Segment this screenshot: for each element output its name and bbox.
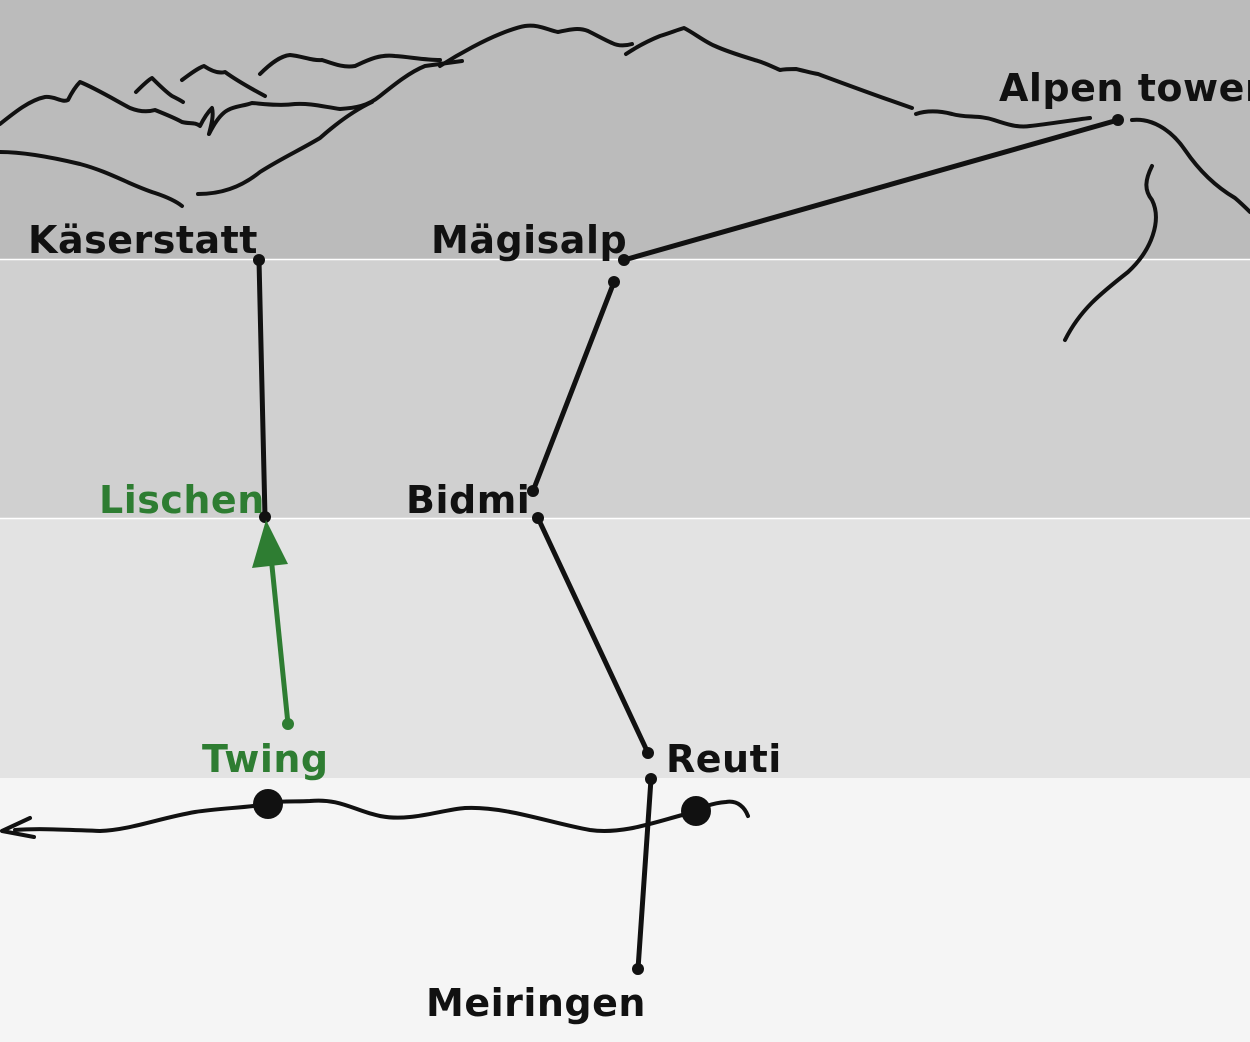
station-dot [527,485,539,497]
station-label-kaeserstatt: Käserstatt [28,218,258,262]
station-dot [608,276,620,288]
ridge-line [1130,117,1250,214]
station-label-bidmi: Bidmi [406,478,531,522]
station-label-meiringen: Meiringen [426,981,646,1025]
lift-bidmi-reuti [535,515,651,756]
station-dot [632,963,644,975]
station-label-lischen: Lischen [99,478,265,522]
river-stop-marker [253,789,283,819]
altitude-band-valley [0,778,1250,1042]
ridge-line [438,23,634,68]
river-arrowhead [0,816,36,839]
ridge-line [134,76,185,104]
ridge-line [196,100,374,196]
station-dot [642,747,654,759]
station-dot [532,512,544,524]
station-label-reuti: Reuti [666,737,782,781]
mountain-ridges [0,23,1250,342]
highlighted-route [252,520,294,730]
ridge-line [624,26,914,110]
station-dot [259,511,271,523]
station-label-maegisalp: Mägisalp [431,218,628,262]
lift-reuti-meiringen [635,776,654,972]
lift-twing-lischen [269,563,291,727]
station-label-twing: Twing [202,737,329,781]
lift-kaeserstatt-lischen [256,257,268,520]
ridge-line [914,109,1092,129]
altitude-band-middle [0,519,1250,778]
station-endpoints [253,114,1124,975]
station-dot [253,254,265,266]
ridge-line [0,150,184,208]
ridge-line [180,64,267,98]
ridge-line [258,53,442,76]
lift-maegisalp-bidmi [530,279,617,494]
station-dot [1112,114,1124,126]
station-dot-twing [282,718,294,730]
ridge-line [0,59,464,136]
lift-maegisalp-alpen-tower [621,117,1121,263]
altitude-band-upper [0,260,1250,518]
route-arrowhead [252,520,288,568]
station-dot [645,773,657,785]
ridge-line [1063,164,1158,342]
lift-lines [256,117,1121,972]
station-label-alpen-tower: Alpen tower [999,66,1250,110]
river-stop-marker [681,796,711,826]
station-dot [618,254,630,266]
